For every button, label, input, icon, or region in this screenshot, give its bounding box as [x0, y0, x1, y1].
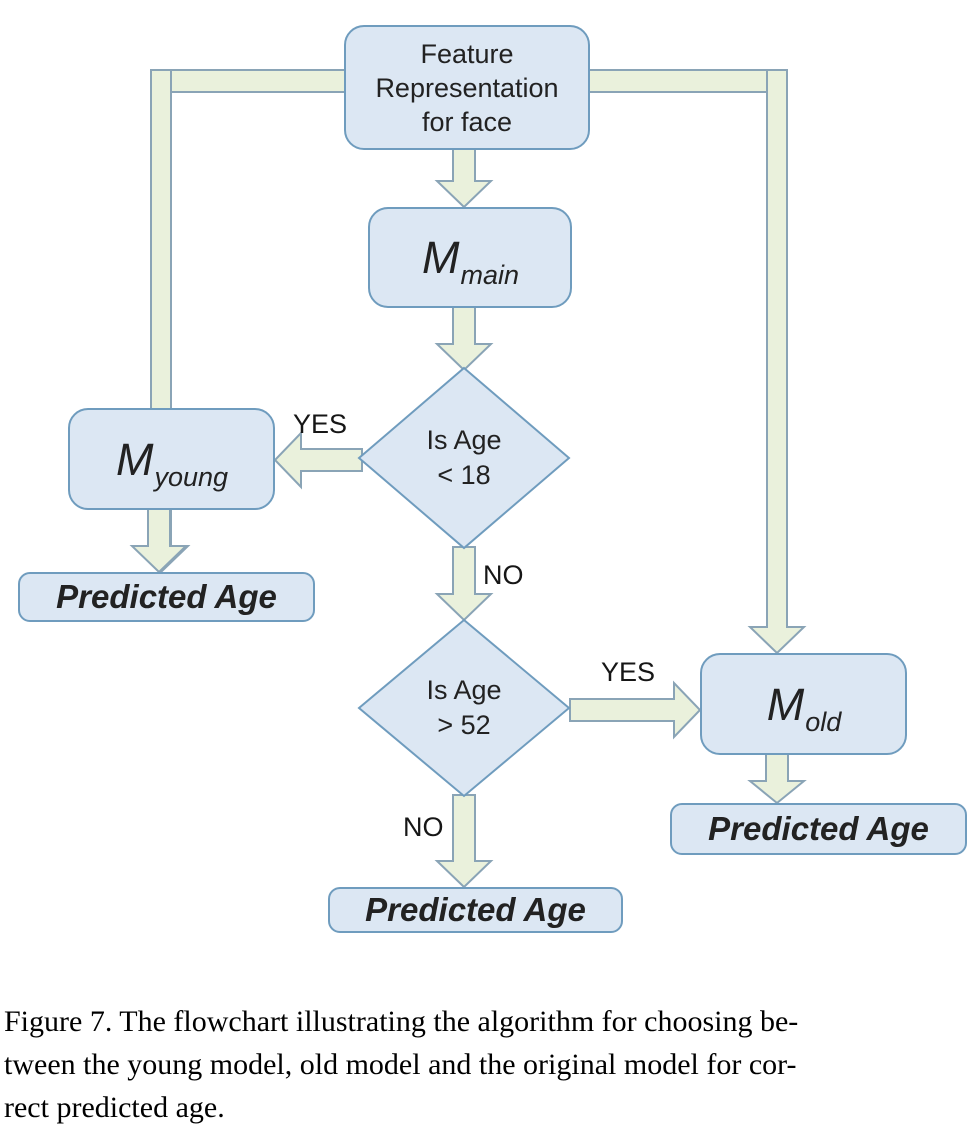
caption-line-3: rect predicted age. [4, 1091, 225, 1124]
arrow-decision-young-no [434, 546, 494, 622]
m-young-label: Myoung [115, 433, 229, 492]
arrow-feature-to-mmain [434, 148, 494, 209]
arrow-mmain-to-decision-young [434, 306, 494, 372]
caption-line-2: tween the young model, old model and the… [4, 1048, 797, 1081]
diamond-decision-young [357, 366, 571, 550]
node-predicted-age-right: Predicted Age [670, 803, 967, 855]
label-no-young: NO [483, 560, 524, 590]
feature-line-3: for face [421, 106, 513, 137]
node-m-main: Mmain [368, 207, 572, 308]
diamond-decision-old [357, 618, 571, 798]
arrow-decision-old-no [434, 794, 494, 889]
decision-young-text: Is Age < 18 [426, 425, 502, 490]
feature-line-2: Representation [375, 72, 559, 103]
figure-caption: Figure 7. The flowchart illustrating the… [4, 1000, 980, 1129]
label-yes-young: YES [293, 409, 348, 439]
label-no-old: NO [403, 812, 444, 842]
bypass-right-arrow-to-mold [747, 69, 807, 655]
m-old-label: Mold [766, 678, 842, 737]
node-m-young: Myoung [68, 408, 275, 510]
bypass-right-horizontal-bar [588, 69, 788, 93]
arrow-decision-young-yes [273, 430, 363, 490]
arrow-myoung-to-predicted [129, 508, 189, 574]
feature-line-1: Feature [420, 38, 514, 69]
node-predicted-age-left: Predicted Age [18, 572, 315, 622]
node-m-old: Mold [700, 653, 907, 755]
node-predicted-age-bottom: Predicted Age [328, 887, 623, 933]
connector-layer [129, 69, 807, 889]
flowchart-figure: Feature Representation for face Mmain My… [18, 25, 967, 933]
caption-line-1: Figure 7. The flowchart illustrating the… [4, 1005, 799, 1038]
node-feature-representation: Feature Representation for face [344, 25, 590, 150]
decision-old-text: Is Age > 52 [426, 675, 502, 740]
arrow-mold-to-predicted [747, 753, 807, 805]
bypass-left-horizontal-bar [150, 69, 346, 93]
arrow-decision-old-yes [569, 680, 702, 740]
m-main-label: Mmain [421, 232, 520, 290]
label-yes-old: YES [601, 657, 656, 687]
